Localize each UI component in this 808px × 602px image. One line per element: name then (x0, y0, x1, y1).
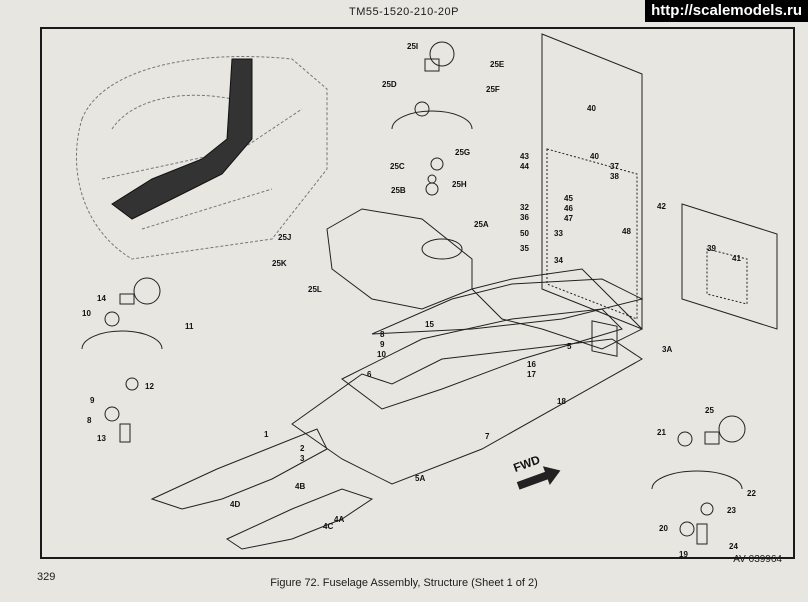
floor-panel-5a (291, 278, 644, 485)
callout: 25K (272, 259, 287, 268)
callout: 25A (474, 220, 489, 229)
callout: 17 (527, 370, 536, 379)
callout: 25D (382, 80, 397, 89)
callout: 15 (425, 320, 434, 329)
callout: 36 (520, 213, 529, 222)
callout: 8 (380, 330, 385, 339)
figure-code: AV 039964 (733, 554, 782, 565)
figure-frame (40, 27, 795, 559)
callout: 11 (185, 322, 194, 331)
callout: 24 (729, 542, 738, 551)
callout: 40 (587, 104, 596, 113)
callout: 19 (679, 550, 688, 557)
callout: 6 (367, 370, 372, 379)
lift-ring-hardware-left (81, 277, 163, 443)
callout: 21 (657, 428, 666, 437)
callout: 46 (564, 204, 573, 213)
callout: 3 (300, 454, 305, 463)
callout: 4C (323, 522, 333, 531)
callout: 18 (557, 397, 566, 406)
callout: 25I (407, 42, 418, 51)
callout: 20 (659, 524, 668, 533)
lift-ring-hardware-top (391, 41, 473, 196)
callout: 39 (707, 244, 716, 253)
watermark: http://scalemodels.ru (645, 0, 808, 22)
callout: 43 (520, 152, 529, 161)
callout: 22 (747, 489, 756, 498)
callout: 2 (300, 444, 305, 453)
callout: 45 (564, 194, 573, 203)
fwd-label: FWD (511, 452, 542, 475)
callout: 16 (527, 360, 536, 369)
callout: 1 (264, 430, 269, 439)
fwd-arrow: FWD (511, 452, 561, 490)
callout: 12 (145, 382, 154, 391)
callout: 4D (230, 500, 240, 509)
callout: 5A (415, 474, 425, 483)
callout: 23 (727, 506, 736, 515)
callout: 47 (564, 214, 573, 223)
callout: 4B (295, 482, 305, 491)
callout: 5 (567, 342, 572, 351)
callout: 25E (490, 60, 505, 69)
callout: 34 (554, 256, 563, 265)
callout: 25B (391, 186, 406, 195)
callout: 44 (520, 162, 529, 171)
callout: 25G (455, 148, 470, 157)
callout: 50 (520, 229, 529, 238)
document-id: TM55-1520-210-20P (348, 6, 459, 18)
callouts: 25I 25E 25F 25D 25G 25C 25B 25H 25A 25J … (82, 42, 756, 557)
callout: 48 (622, 227, 631, 236)
floor-panel-4a (225, 488, 374, 550)
callout: 41 (732, 254, 741, 263)
callout: 25 (705, 406, 714, 415)
page-number: 329 (37, 571, 56, 583)
callout: 33 (554, 229, 563, 238)
helicopter-outline (76, 56, 328, 260)
callout: 10 (82, 309, 91, 318)
callout: 25H (452, 180, 467, 189)
callout: 10 (377, 350, 386, 359)
callout: 7 (485, 432, 490, 441)
callout: 25F (486, 85, 500, 94)
callout: 9 (90, 396, 95, 405)
callout: 40 (590, 152, 599, 161)
callout: 8 (87, 416, 92, 425)
floor-panel-3a (471, 268, 643, 350)
callout: 14 (97, 294, 106, 303)
bulkhead-42 (541, 33, 643, 357)
side-panel-39 (681, 203, 778, 330)
callout: 25J (278, 233, 291, 242)
exploded-parts-drawing: FWD 25I 25E 25F 25D 25G 25C 25B 25H 25A … (76, 33, 778, 557)
floor-panel-4d (150, 428, 328, 510)
callout: 13 (97, 434, 106, 443)
callout: 4A (334, 515, 344, 524)
callout: 37 (610, 162, 619, 171)
floor-panel-25a (326, 208, 473, 310)
callout: 42 (657, 202, 666, 211)
figure-caption: Figure 72. Fuselage Assembly, Structure … (270, 577, 538, 589)
callout: 3A (662, 345, 672, 354)
callout: 38 (610, 172, 619, 181)
callout: 9 (380, 340, 385, 349)
callout: 32 (520, 203, 529, 212)
callout: 25L (308, 285, 322, 294)
callout: 25C (390, 162, 405, 171)
lift-ring-hardware-right (651, 415, 746, 545)
callout: 35 (520, 244, 529, 253)
highlighted-floor (111, 58, 253, 220)
